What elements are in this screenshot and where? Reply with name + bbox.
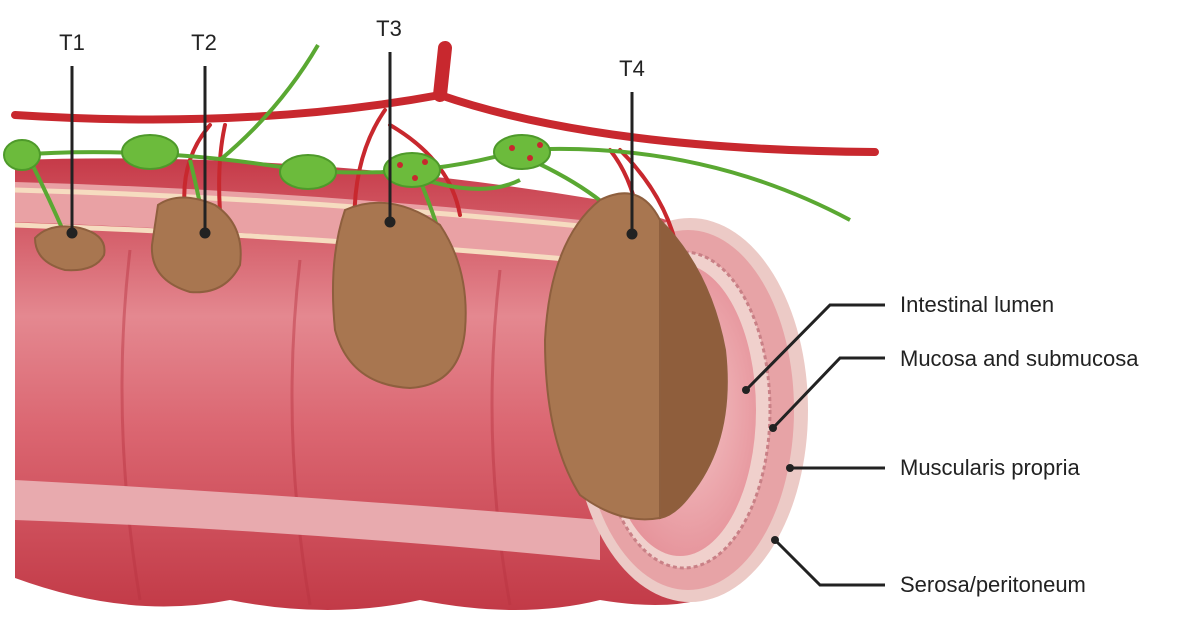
label-muscularis-propria: Muscularis propria bbox=[900, 455, 1080, 480]
tumor-t4-section bbox=[659, 217, 728, 520]
metastatic-cells bbox=[397, 142, 543, 181]
tumor-t1 bbox=[33, 225, 106, 272]
lymph-nodes bbox=[3, 134, 551, 190]
tumors bbox=[33, 192, 728, 521]
blood-vessels bbox=[11, 41, 879, 312]
stage-label-t3: T3 bbox=[376, 16, 402, 41]
stage-label-t1: T1 bbox=[59, 30, 85, 55]
stage-label-t4: T4 bbox=[619, 56, 645, 81]
label-mucosa-submucosa: Mucosa and submucosa bbox=[900, 346, 1139, 371]
tumor-t3 bbox=[332, 201, 467, 390]
label-serosa-peritoneum: Serosa/peritoneum bbox=[900, 572, 1086, 597]
label-intestinal-lumen: Intestinal lumen bbox=[900, 292, 1055, 317]
tumor-t4 bbox=[543, 192, 661, 521]
haustral-folds bbox=[120, 249, 512, 606]
stage-leaders bbox=[66, 52, 638, 240]
tumor-t2 bbox=[150, 196, 242, 294]
stage-label-t2: T2 bbox=[191, 30, 217, 55]
taenia-coli-bottom bbox=[15, 480, 600, 560]
layer-leaders bbox=[744, 303, 885, 587]
